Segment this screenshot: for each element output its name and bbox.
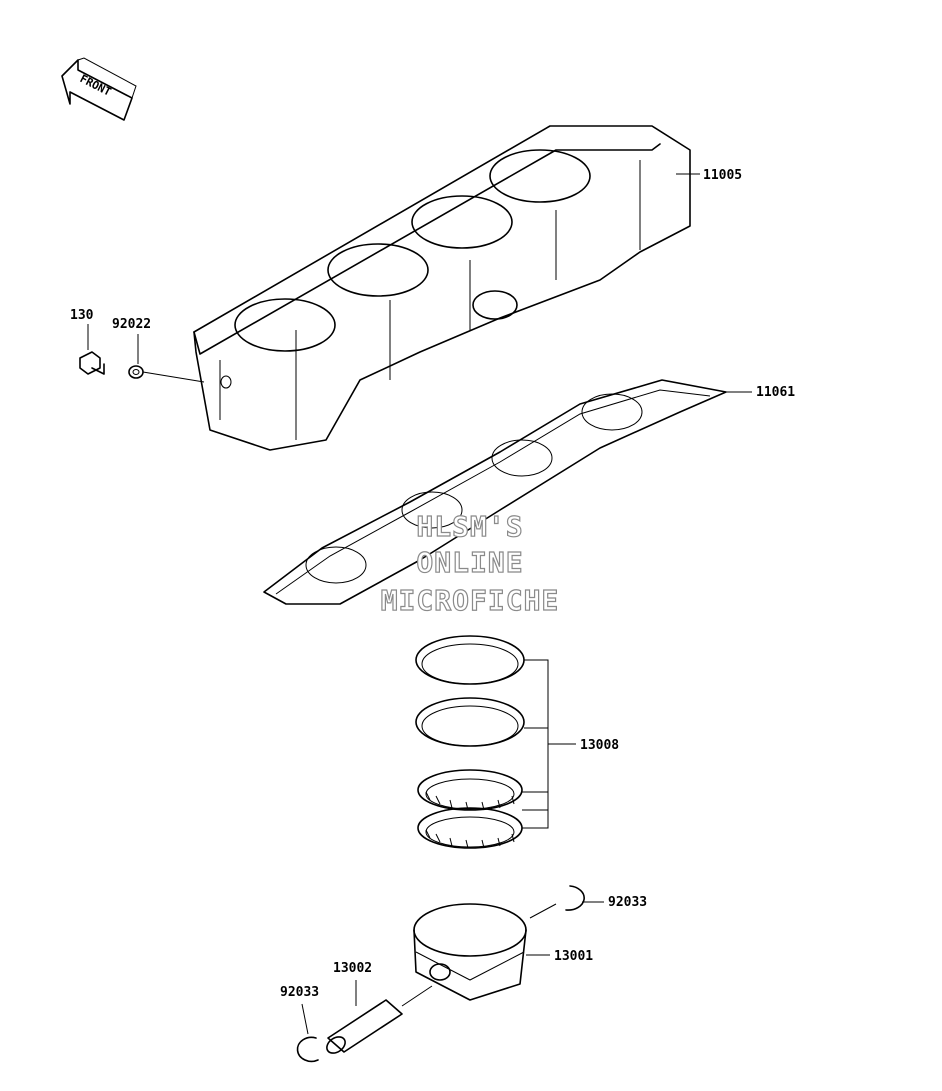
watermark-line-3: MICROFICHE [381,584,560,617]
leader-ring-set [522,659,576,829]
piston-rings-drawing [415,635,525,849]
leader-circlip-left [301,1003,309,1035]
piston-drawing [413,903,527,1001]
label-piston: 13001 [554,949,593,964]
label-bolt: 130 [70,308,94,323]
cylinder-block-drawing [193,125,691,451]
circlip-left-drawing [296,1036,319,1063]
leader-circlip-right [529,901,604,919]
base-gasket-drawing [263,379,727,605]
leader-piston-pin [355,980,433,1007]
label-piston-pin: 13002 [333,961,372,976]
label-ring-set: 13008 [580,738,619,753]
label-cylinder: 11005 [703,168,742,183]
label-washer: 92022 [112,317,151,332]
washer-drawing [128,365,144,379]
bolt-drawing [79,351,105,375]
watermark-line-1: HLSM'S [416,510,523,543]
label-base-gasket: 11061 [756,385,795,400]
label-circlip-left: 92033 [280,985,319,1000]
piston-pin-drawing [326,999,403,1054]
front-arrow-icon: FRONT [61,57,137,121]
front-arrow-label: FRONT [78,72,114,99]
circlip-right-drawing [565,885,585,911]
label-circlip-right: 92033 [608,895,647,910]
watermark-line-2: ONLINE [416,546,523,579]
leader-washer [137,334,205,383]
